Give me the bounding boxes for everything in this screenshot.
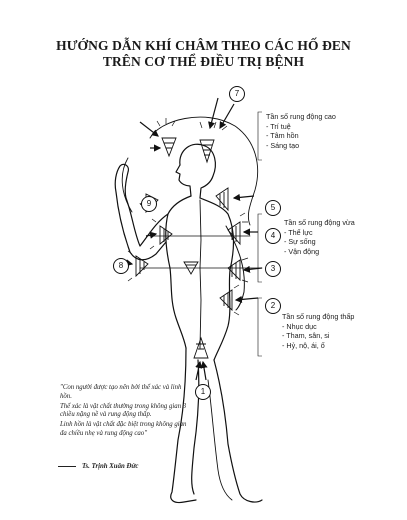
back-leg-inner (207, 379, 233, 501)
vortex-heart-back (227, 221, 241, 246)
bracket-high (257, 111, 262, 161)
point-9-marker: 9 (141, 196, 157, 212)
point-8-marker: 8 (113, 258, 129, 274)
high-frequency-item: - Tâm hồn (266, 131, 299, 141)
mid-frequency-item: - Vận động (284, 246, 320, 256)
mid-frequency-annotation: Tần số rung động vừa - Thể lực - Sự sống… (284, 218, 355, 256)
vortex-solar-back (227, 259, 241, 282)
low-frequency-heading: Tần số rung động thấp (282, 312, 355, 321)
arrow (195, 360, 203, 381)
vortex-hand (135, 255, 149, 278)
high-frequency-item: - Trí tuệ (266, 121, 291, 131)
energy-rays (156, 118, 228, 131)
quote-paragraph: Thể xác là vật chất thường trong không g… (60, 402, 187, 419)
vortex-throat (215, 187, 229, 212)
arrow (145, 231, 158, 239)
quote-paragraph: "Con người được tạo nên bởi thể xác và l… (60, 384, 182, 400)
inner-leg-outline (191, 359, 200, 495)
low-frequency-annotation: Tần số rung động thấp - Nhục dục - Tham,… (282, 312, 354, 350)
head-outline (179, 143, 216, 199)
front-leg-outline (170, 347, 197, 504)
arrow (242, 265, 263, 273)
point-5-marker: 5 (265, 200, 281, 216)
arm-outline (114, 163, 169, 261)
low-frequency-item: - Nhục dục (282, 321, 317, 331)
arrow (232, 193, 255, 201)
low-frequency-item: - Tham, sân, si (282, 331, 330, 341)
point-4-marker: 4 (265, 228, 281, 244)
energy-rays (233, 212, 249, 316)
title-line-1: HƯỚNG DẪN KHÍ CHÂM THEO CÁC HỐ ĐEN (56, 38, 351, 53)
quote-block: "Con người được tạo nên bởi thể xác và l… (60, 384, 188, 440)
vortex-crown (199, 139, 215, 164)
torso-outline (165, 195, 192, 349)
bracket-low (257, 297, 262, 357)
mid-frequency-item: - Thể lực (284, 227, 313, 237)
mid-frequency-heading: Tần số rung động vừa (284, 218, 355, 227)
author-name: Ts. Trịnh Xuân Đức (82, 463, 139, 470)
high-frequency-annotation: Tần số rung động cao - Trí tuệ - Tâm hồn… (266, 112, 336, 150)
back-leg-outline (213, 359, 263, 503)
aura-outline (149, 116, 259, 226)
point-2-marker: 2 (265, 298, 281, 314)
arrow (234, 295, 259, 304)
vortex-sacral (219, 289, 233, 312)
arrow (208, 97, 219, 130)
point-7-marker: 7 (229, 86, 245, 102)
author-dash (58, 465, 76, 467)
quote-author: Ts. Trịnh Xuân Đức (58, 463, 138, 470)
vortex-heart-front (159, 225, 173, 245)
mid-frequency-item: - Sự sống (284, 237, 316, 247)
vortex-solar-front (183, 261, 199, 275)
point-1-marker: 1 (195, 384, 211, 400)
title-line-2: TRÊN CƠ THỂ ĐIỀU TRỊ BỆNH (102, 54, 305, 69)
vortex-third-eye (161, 137, 177, 158)
vortex-root (193, 336, 209, 359)
low-frequency-item: - Hỷ, nộ, ái, ố (282, 340, 325, 350)
central-meridian (199, 199, 202, 349)
point-3-marker: 3 (265, 261, 281, 277)
face-outline (175, 164, 192, 197)
lower-arm-outline (225, 225, 245, 311)
high-frequency-heading: Tần số rung động cao (266, 112, 336, 121)
arrow (219, 103, 235, 130)
energy-rays (127, 218, 157, 282)
arrow (200, 360, 208, 381)
quote-paragraph: Linh hồn là vật chất đặc biệt trong khôn… (60, 421, 187, 437)
arrow (139, 121, 159, 137)
bracket-mid (257, 213, 262, 283)
back-outline (199, 197, 235, 361)
high-frequency-item: - Sáng tạo (266, 140, 300, 150)
